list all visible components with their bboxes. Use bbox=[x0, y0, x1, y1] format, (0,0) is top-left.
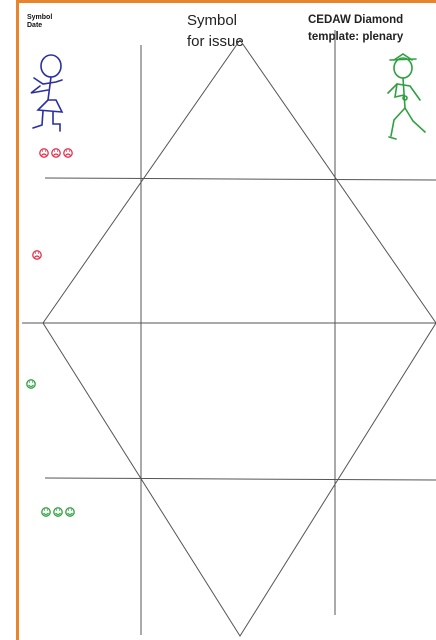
male-figure-icon bbox=[388, 54, 425, 139]
frowning-face-icon bbox=[33, 251, 41, 259]
three-frowning-faces-icon bbox=[40, 149, 72, 157]
diamond-outline bbox=[43, 40, 436, 636]
grid-lines bbox=[22, 30, 436, 635]
smiling-face-icon bbox=[27, 380, 35, 388]
female-figure-icon bbox=[31, 55, 62, 131]
three-smiling-faces-icon bbox=[42, 508, 74, 516]
horizontal-line-top bbox=[45, 178, 436, 180]
horizontal-line-bottom bbox=[45, 478, 436, 480]
